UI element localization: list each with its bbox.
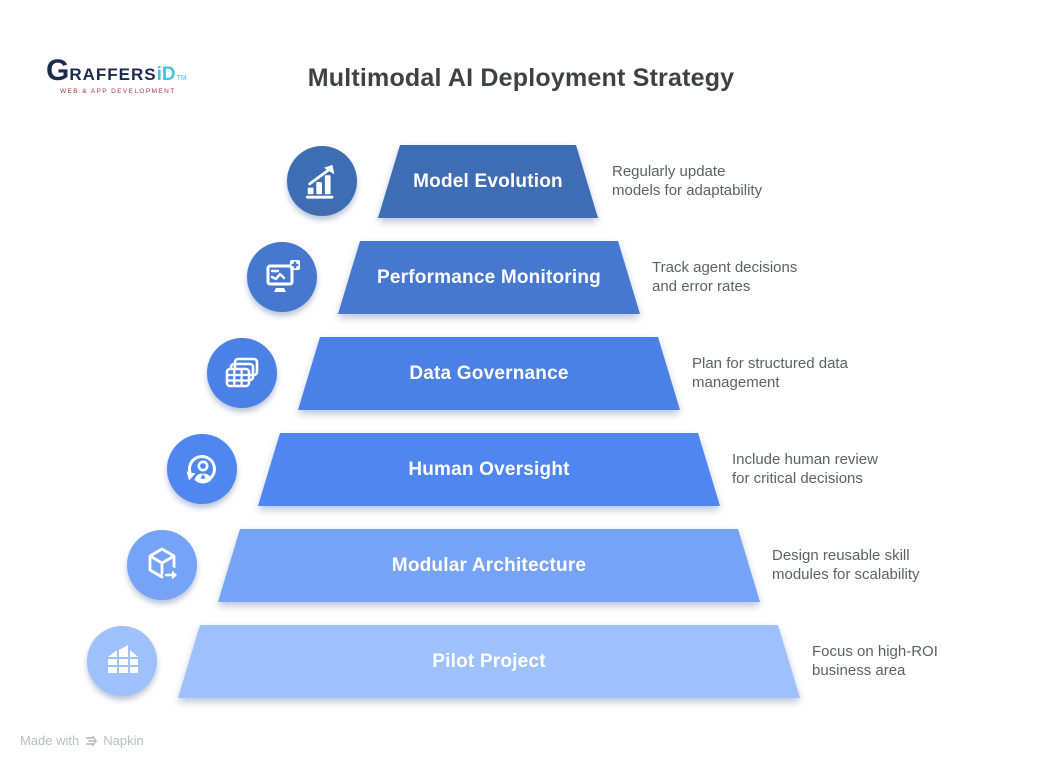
pyramid-level-data-governance: Data Governance Plan for structured data… [0, 337, 1042, 410]
logo-tagline: WEB & APP DEVELOPMENT [60, 88, 176, 95]
level-description: Include human review for critical decisi… [732, 450, 878, 487]
level-label: Pilot Project [432, 650, 546, 672]
logo-id-text: iD [156, 64, 176, 85]
person-review-cycle-icon [167, 434, 237, 504]
made-with-text: Made with [20, 733, 80, 748]
cube-module-icon [127, 530, 197, 600]
level-label: Human Oversight [408, 458, 570, 480]
stacked-tables-icon [207, 338, 277, 408]
level-label: Modular Architecture [391, 554, 587, 576]
logo-wordmark: RAFFERS [69, 65, 157, 84]
level-description: Focus on high-ROI business area [812, 642, 938, 679]
made-with-napkin: Made with Napkin [20, 733, 144, 748]
level-label: Performance Monitoring [377, 266, 601, 288]
pyramid-level-model-evolution: Model Evolution Regularly update models … [0, 145, 1042, 218]
pyramid-level-human-oversight: Human Oversight Include human review for… [0, 433, 1042, 506]
level-description: Design reusable skill modules for scalab… [772, 546, 920, 583]
pyramid-level-performance-monitoring: Performance Monitoring Track agent decis… [0, 241, 1042, 314]
pyramid-level-pilot-project: Pilot Project Focus on high-ROI business… [0, 625, 1042, 698]
napkin-logo-icon [86, 735, 98, 746]
page-title: Multimodal AI Deployment Strategy [307, 64, 735, 92]
trademark-symbol: TM [176, 75, 187, 82]
napkin-brand-text: Napkin [103, 733, 144, 748]
level-description: Track agent decisions and error rates [652, 258, 798, 295]
level-label: Model Evolution [413, 170, 563, 192]
grid-factory-icon [87, 626, 157, 696]
pyramid-level-modular-architecture: Modular Architecture Design reusable ski… [0, 529, 1042, 602]
level-label: Data Governance [409, 362, 569, 384]
monitor-health-icon [247, 242, 317, 312]
growth-chart-icon [287, 146, 357, 216]
level-description: Regularly update models for adaptability [612, 162, 763, 199]
level-description: Plan for structured data management [692, 354, 848, 391]
logo-letter-g: G [46, 54, 70, 87]
